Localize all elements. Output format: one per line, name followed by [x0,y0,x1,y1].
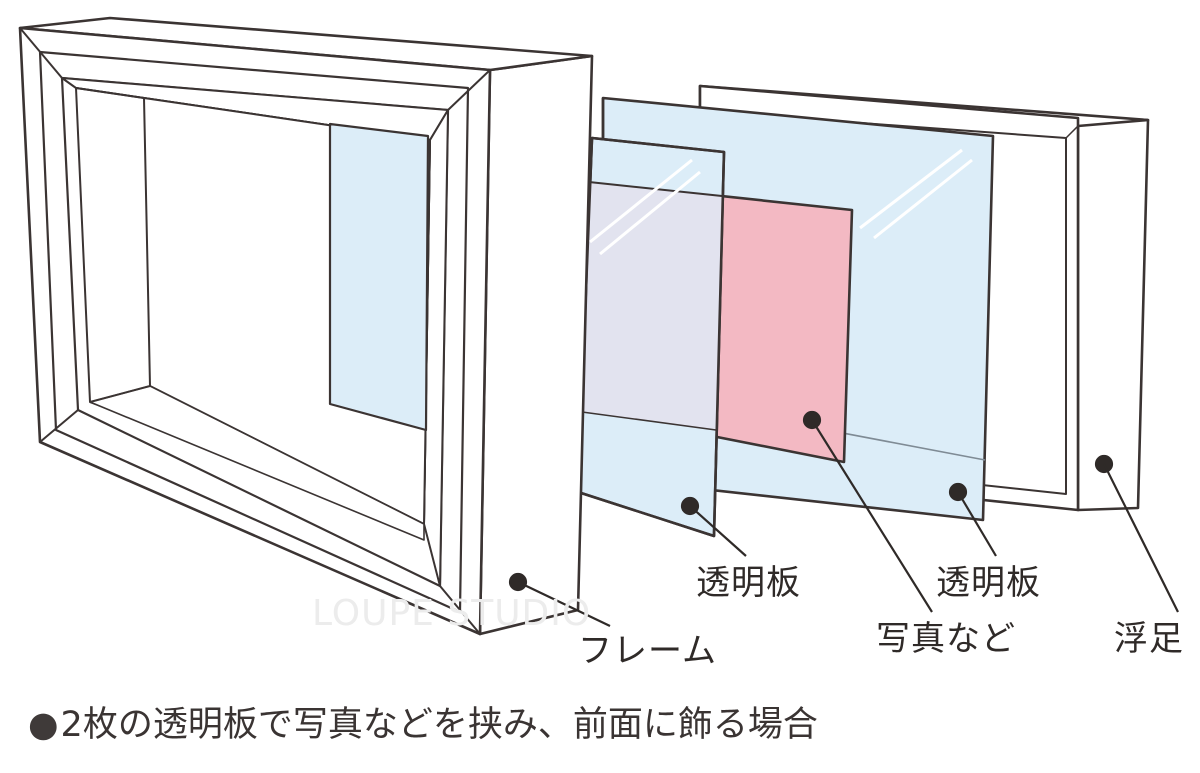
label-frame: フレーム [578,631,717,671]
front-panel-leader [689,505,747,557]
photo-leader [811,419,933,613]
label-front-clear-panel: 透明板 [696,563,801,603]
caption: ●2枚の透明板で写真などを挟み、前面に飾る場合 [28,708,818,743]
frame-leader [517,581,611,627]
watermark: LOUPE STUDIO [312,593,592,634]
label-back-clear-panel: 透明板 [936,563,1041,603]
label-spacer: 浮足 [1114,619,1184,659]
caption-bullet: ● [28,705,59,745]
leader-lines [508,410,1179,627]
back-panel-leader [957,491,997,557]
spacer-leader [1103,463,1179,613]
front-clear-panel [576,136,726,538]
label-photo: 写真など [876,619,1016,659]
front-frame [18,16,594,636]
caption-text: 2枚の透明板で写真などを挟み、前面に飾る場合 [60,705,818,745]
